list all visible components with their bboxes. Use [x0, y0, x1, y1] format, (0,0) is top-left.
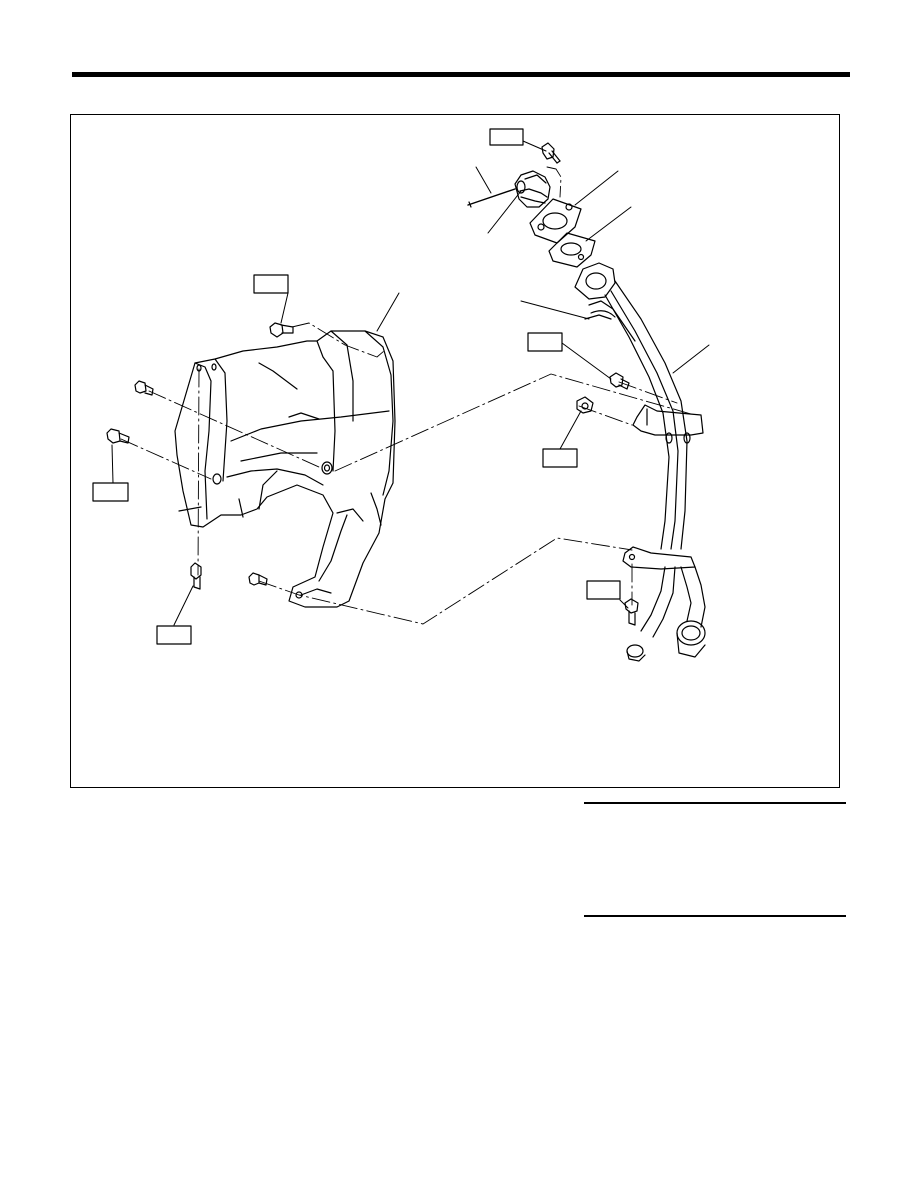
header-rule — [72, 72, 850, 77]
callout-box-pipe-upper-bolt — [527, 332, 563, 352]
notes-text — [588, 812, 842, 908]
assembly-guide-lines — [120, 166, 692, 625]
callout-box-cover-bottom-bolt — [156, 625, 192, 645]
callout-boxes — [92, 128, 621, 645]
callout-box-top-bracket-bolt — [489, 128, 524, 146]
leader-lines — [111, 140, 710, 626]
callout-box-cover-left-bolt — [92, 482, 129, 502]
notes-top-rule — [584, 802, 846, 804]
callout-box-pipe-lower-bolt — [586, 580, 621, 600]
notes-bottom-rule — [584, 915, 846, 917]
filler-cap-assembly — [467, 142, 596, 268]
pipe-hardware — [576, 372, 639, 626]
callout-box-pipe-nut — [542, 448, 578, 468]
protector-bolts — [106, 322, 294, 590]
callout-box-cover-top-bolt — [253, 274, 289, 294]
exploded-view-figure — [70, 114, 840, 788]
filler-pipe — [574, 262, 706, 662]
filler-protector — [174, 330, 396, 608]
